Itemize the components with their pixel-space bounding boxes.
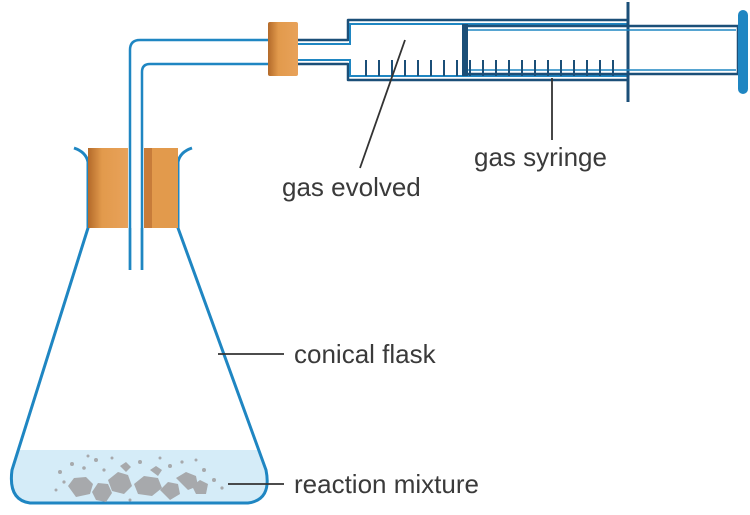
reaction-solids [68, 462, 208, 502]
label-reaction-mixture: reaction mixture [294, 469, 479, 499]
reaction-specks [54, 454, 224, 502]
leader-gas-evolved [359, 39, 406, 169]
syringe-stopper [268, 22, 298, 76]
gas-syringe [298, 2, 748, 102]
leader-lines [218, 39, 553, 485]
label-gas-syringe: gas syringe [474, 142, 607, 172]
syringe-graduations [365, 60, 614, 76]
flask-outline [9, 146, 269, 505]
label-conical-flask: conical flask [294, 339, 437, 369]
flask-stopper [88, 148, 178, 270]
label-gas-evolved: gas evolved [282, 172, 421, 202]
plunger-handle [738, 10, 748, 94]
